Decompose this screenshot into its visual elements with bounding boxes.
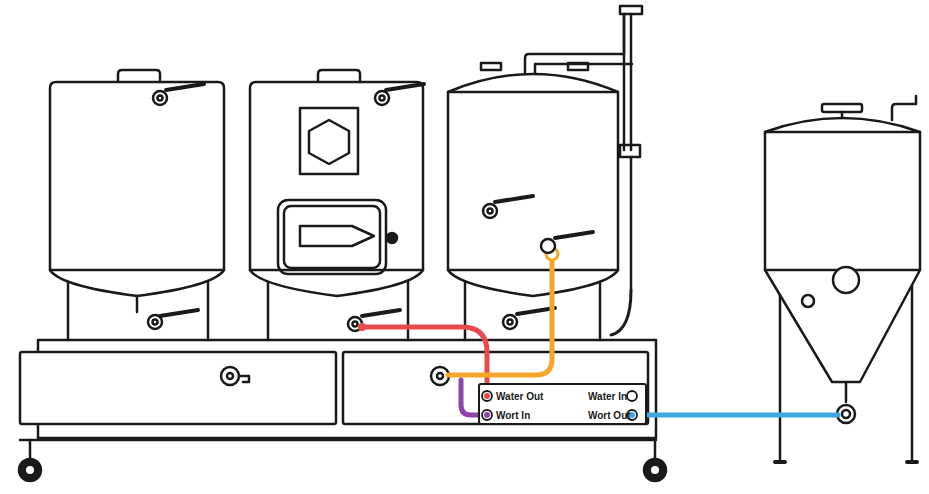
port-fill (484, 412, 490, 418)
connection-panel: Water Out Water In Wort In Wort Out (478, 383, 647, 425)
port-label: Wort In (496, 410, 530, 422)
port (482, 410, 492, 420)
port-fill (484, 393, 490, 399)
port-label: Water In (588, 391, 627, 403)
port (627, 391, 637, 401)
port (482, 391, 492, 401)
port-label: Wort Out (588, 410, 631, 422)
port-label: Water Out (496, 391, 543, 403)
